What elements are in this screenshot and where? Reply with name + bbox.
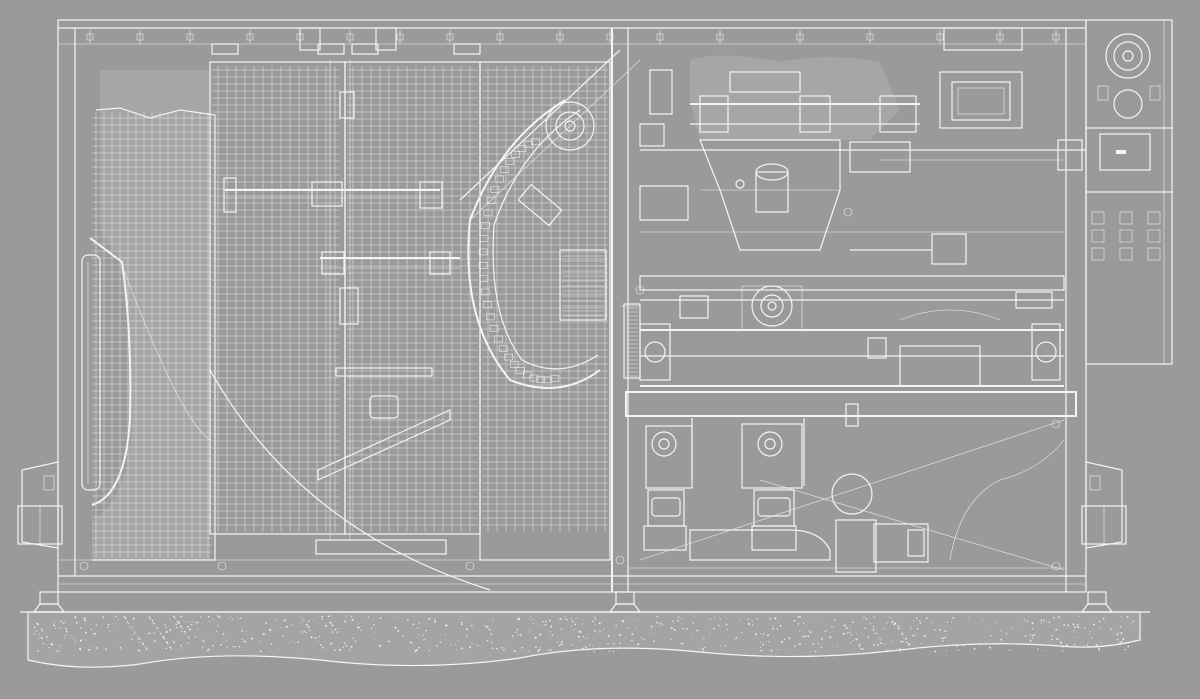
left-mesh-guard [81, 70, 216, 561]
side-brackets [17, 461, 1127, 549]
gear-motors [639, 403, 1065, 573]
drive-rail [620, 275, 1077, 417]
door-linkages [223, 60, 460, 555]
floor-texture [33, 615, 1135, 653]
floor-slab [20, 611, 1150, 668]
center-mesh-doors [119, 61, 611, 591]
chain-conveyor [459, 49, 641, 389]
machine-frame [57, 19, 1087, 593]
frame-bolts [79, 207, 1061, 571]
hopper-assembly [639, 55, 1086, 265]
machine-feet [32, 591, 1114, 613]
top-rail-fixtures [86, 27, 1060, 55]
control-panel [1085, 19, 1173, 365]
display-window [939, 27, 1023, 129]
